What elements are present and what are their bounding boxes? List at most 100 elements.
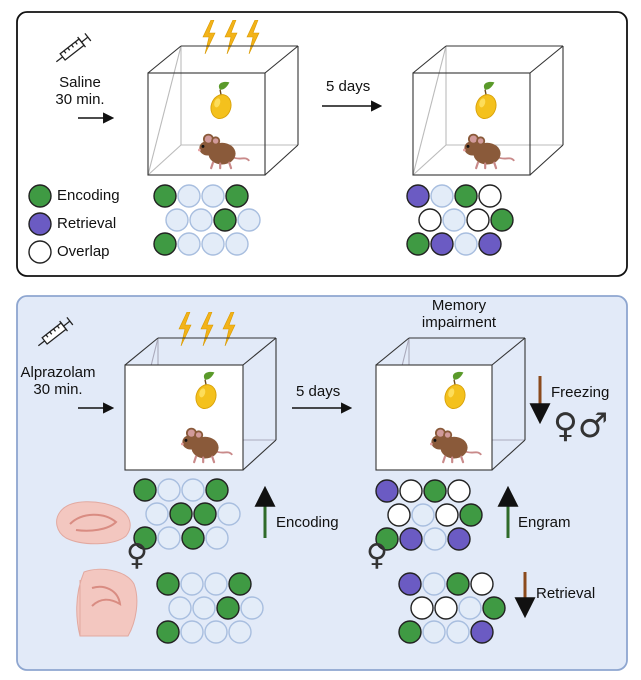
neuron-cell-encoding <box>375 527 399 551</box>
legend-overlap-label: Overlap <box>57 243 110 260</box>
neuron-cell-empty <box>422 620 446 644</box>
neuron-cell-retrieval <box>406 184 430 208</box>
neuron-cell-empty <box>180 572 204 596</box>
neuron-cell-empty <box>177 232 201 256</box>
neuron-cell-overlap <box>447 479 471 503</box>
neuron-cell-empty <box>422 572 446 596</box>
legend-retrieval-label: Retrieval <box>57 215 117 232</box>
legend-encoding-label: Encoding <box>57 187 120 204</box>
interval-label: 5 days <box>326 78 371 95</box>
neuron-cell-empty <box>217 502 241 526</box>
sex-symbols-freezing: ♀♂ <box>553 406 609 446</box>
conditioning-box-day1 <box>147 45 299 176</box>
legend-swatches <box>28 184 52 264</box>
neuron-cell-overlap <box>399 479 423 503</box>
retrieval-label: Retrieval <box>536 585 596 602</box>
neuron-cell-overlap <box>435 503 459 527</box>
neuron-cell-retrieval <box>375 479 399 503</box>
neuron-cell-retrieval <box>430 232 454 256</box>
encoding-label: Encoding <box>276 514 339 531</box>
neuron-cell-empty <box>228 620 252 644</box>
neuron-cell-empty <box>454 232 478 256</box>
legend-overlap-swatch <box>28 240 52 264</box>
neuron-cell-retrieval <box>447 527 471 551</box>
neuron-cell-empty <box>458 596 482 620</box>
neuron-cell-retrieval <box>470 620 494 644</box>
neuron-cell-empty <box>225 232 249 256</box>
hippocampus-slice-icon <box>56 501 131 545</box>
neuron-cell-encoding <box>423 479 447 503</box>
neuron-cell-encoding <box>228 572 252 596</box>
neuron-cell-empty <box>181 478 205 502</box>
cell-grid-alprazolam-day1-upper <box>133 478 241 550</box>
neuron-cell-encoding <box>225 184 249 208</box>
female-symbol-left: ♀ <box>126 538 148 573</box>
coronal-brain-slice-icon <box>76 568 138 637</box>
neuron-cell-overlap <box>470 572 494 596</box>
conditioning-box-day5 <box>412 45 564 176</box>
neuron-cell-encoding <box>156 572 180 596</box>
neuron-cell-empty <box>423 527 447 551</box>
top-panel <box>16 11 628 277</box>
neuron-cell-encoding <box>216 596 240 620</box>
neuron-cell-empty <box>204 572 228 596</box>
neuron-cell-empty <box>446 620 470 644</box>
neuron-cell-encoding <box>482 596 506 620</box>
neuron-cell-empty <box>157 478 181 502</box>
neuron-cell-overlap <box>387 503 411 527</box>
female-symbol-right: ♀ <box>366 538 388 573</box>
cell-grid-alprazolam-day5-lower <box>398 572 506 644</box>
neuron-cell-encoding <box>169 502 193 526</box>
cell-grid-top-day5 <box>406 184 514 256</box>
neuron-cell-empty <box>204 620 228 644</box>
neuron-cell-encoding <box>205 478 229 502</box>
neuron-cell-encoding <box>406 232 430 256</box>
neuron-cell-encoding <box>153 184 177 208</box>
neuron-cell-overlap <box>466 208 490 232</box>
neuron-cell-overlap <box>410 596 434 620</box>
neuron-cell-empty <box>430 184 454 208</box>
engram-label: Engram <box>518 514 571 531</box>
neuron-cell-empty <box>237 208 261 232</box>
cell-grid-alprazolam-day1-lower <box>156 572 264 644</box>
legend-encoding-swatch <box>28 184 52 208</box>
neuron-cell-encoding <box>446 572 470 596</box>
neuron-cell-encoding <box>153 232 177 256</box>
cell-grid-alprazolam-day5-upper <box>375 479 483 551</box>
neuron-cell-empty <box>180 620 204 644</box>
neuron-cell-empty <box>189 208 213 232</box>
neuron-cell-encoding <box>490 208 514 232</box>
neuron-cell-empty <box>205 526 229 550</box>
neuron-cell-encoding <box>398 620 422 644</box>
neuron-cell-overlap <box>434 596 458 620</box>
neuron-cell-empty <box>145 502 169 526</box>
cell-grid-top-day1 <box>153 184 261 256</box>
neuron-cell-encoding <box>193 502 217 526</box>
neuron-cell-overlap <box>478 184 502 208</box>
neuron-cell-encoding <box>454 184 478 208</box>
neuron-cell-empty <box>157 526 181 550</box>
neuron-cell-encoding <box>213 208 237 232</box>
neuron-cell-empty <box>168 596 192 620</box>
neuron-cell-overlap <box>418 208 442 232</box>
neuron-cell-encoding <box>133 526 157 550</box>
neuron-cell-empty <box>192 596 216 620</box>
neuron-cell-encoding <box>181 526 205 550</box>
neuron-cell-empty <box>240 596 264 620</box>
legend-retrieval-swatch <box>28 212 52 236</box>
neuron-cell-empty <box>411 503 435 527</box>
neuron-cell-empty <box>165 208 189 232</box>
neuron-cell-retrieval <box>398 572 422 596</box>
neuron-cell-empty <box>177 184 201 208</box>
neuron-cell-encoding <box>459 503 483 527</box>
neuron-cell-encoding <box>156 620 180 644</box>
neuron-cell-retrieval <box>478 232 502 256</box>
neuron-cell-empty <box>201 232 225 256</box>
neuron-cell-retrieval <box>399 527 423 551</box>
freezing-label: Freezing <box>551 384 610 401</box>
neuron-cell-empty <box>442 208 466 232</box>
